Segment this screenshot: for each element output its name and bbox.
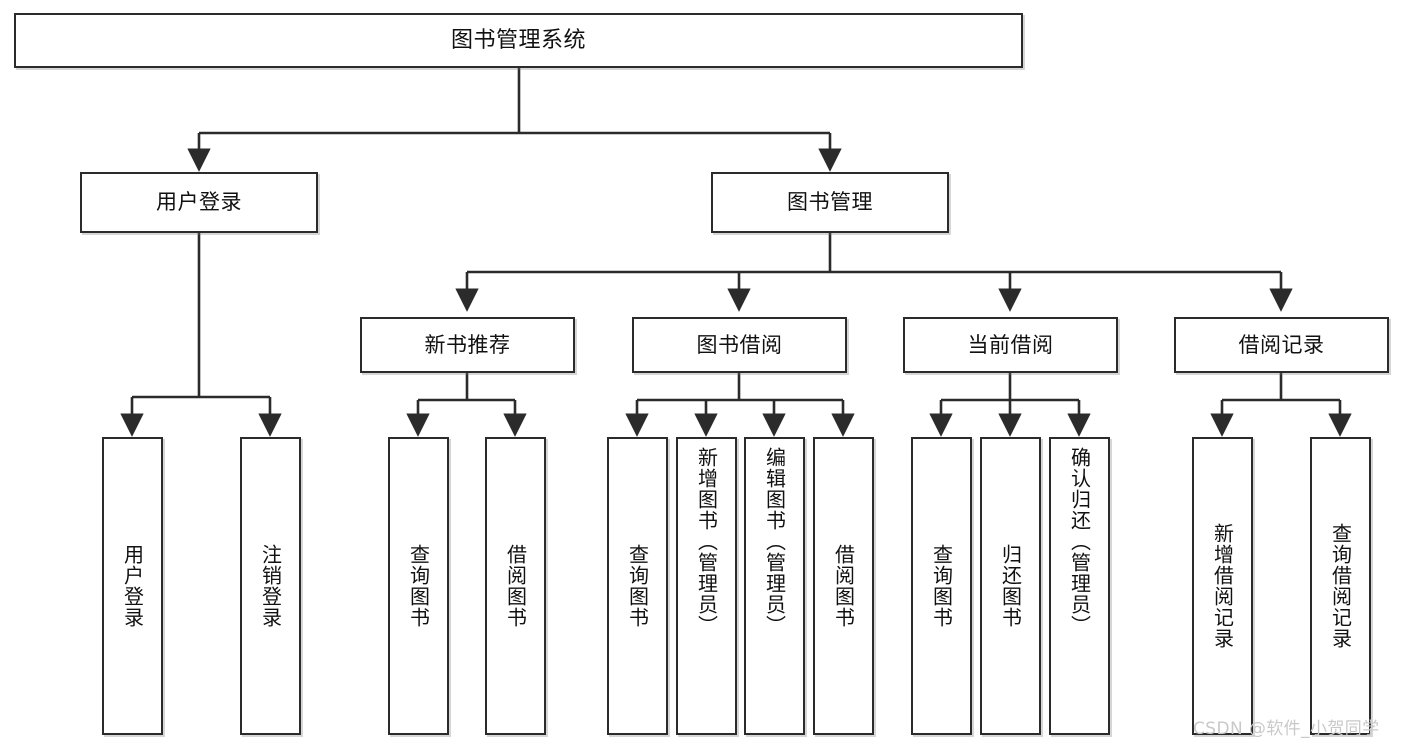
node-leaf-query-book-newbook-label: 查询图书 xyxy=(406,544,431,628)
csdn-watermark: CSDN @软件_小贺同学 xyxy=(1193,719,1380,739)
node-user-login-label: 用户登录 xyxy=(156,190,242,215)
node-leaf-query-book-borrow[interactable]: 查询图书 xyxy=(607,437,668,735)
node-leaf-user-login[interactable]: 用户登录 xyxy=(102,437,163,735)
node-borrow-record[interactable]: 借阅记录 xyxy=(1174,317,1389,373)
node-leaf-query-book-current[interactable]: 查询图书 xyxy=(911,437,972,735)
node-leaf-edit-book-admin[interactable]: 编辑图书（管理员） xyxy=(744,437,805,735)
node-current-borrow[interactable]: 当前借阅 xyxy=(903,317,1118,373)
node-leaf-query-book-current-label: 查询图书 xyxy=(929,544,954,628)
node-book-borrow-label: 图书借阅 xyxy=(696,332,783,357)
node-root-system[interactable]: 图书管理系统 xyxy=(14,13,1023,68)
node-leaf-add-book-admin[interactable]: 新增图书（管理员） xyxy=(676,437,737,735)
node-leaf-query-borrow-record-label: 查询借阅记录 xyxy=(1328,523,1353,649)
node-leaf-confirm-return-admin-label: 确认归还（管理员） xyxy=(1067,447,1092,636)
node-leaf-borrow-book-label: 借阅图书 xyxy=(831,544,856,628)
node-leaf-edit-book-admin-label: 编辑图书（管理员） xyxy=(762,447,787,636)
node-leaf-query-book-borrow-label: 查询图书 xyxy=(625,544,650,628)
node-borrow-record-label: 借阅记录 xyxy=(1238,332,1325,357)
node-current-borrow-label: 当前借阅 xyxy=(967,332,1054,357)
node-leaf-borrow-book[interactable]: 借阅图书 xyxy=(813,437,874,735)
node-book-manage-label: 图书管理 xyxy=(787,190,873,215)
node-leaf-user-login-label: 用户登录 xyxy=(120,544,145,628)
node-book-manage[interactable]: 图书管理 xyxy=(711,172,949,233)
node-book-borrow[interactable]: 图书借阅 xyxy=(632,317,847,373)
node-leaf-logout-login-label: 注销登录 xyxy=(258,544,283,628)
node-leaf-query-borrow-record[interactable]: 查询借阅记录 xyxy=(1310,437,1371,735)
node-new-book-recommend-label: 新书推荐 xyxy=(424,332,511,357)
node-new-book-recommend[interactable]: 新书推荐 xyxy=(360,317,575,373)
node-leaf-query-book-newbook[interactable]: 查询图书 xyxy=(388,437,449,735)
node-leaf-confirm-return-admin[interactable]: 确认归还（管理员） xyxy=(1049,437,1110,735)
node-leaf-add-borrow-record-label: 新增借阅记录 xyxy=(1210,523,1235,649)
node-leaf-add-book-admin-label: 新增图书（管理员） xyxy=(694,447,719,636)
node-leaf-return-book[interactable]: 归还图书 xyxy=(980,437,1041,735)
node-root-system-label: 图书管理系统 xyxy=(450,27,586,53)
node-leaf-logout-login[interactable]: 注销登录 xyxy=(240,437,301,735)
node-user-login[interactable]: 用户登录 xyxy=(80,172,318,233)
node-leaf-add-borrow-record[interactable]: 新增借阅记录 xyxy=(1192,437,1253,735)
node-leaf-borrow-book-newbook-label: 借阅图书 xyxy=(503,544,528,628)
node-leaf-borrow-book-newbook[interactable]: 借阅图书 xyxy=(485,437,546,735)
node-leaf-return-book-label: 归还图书 xyxy=(998,544,1023,628)
